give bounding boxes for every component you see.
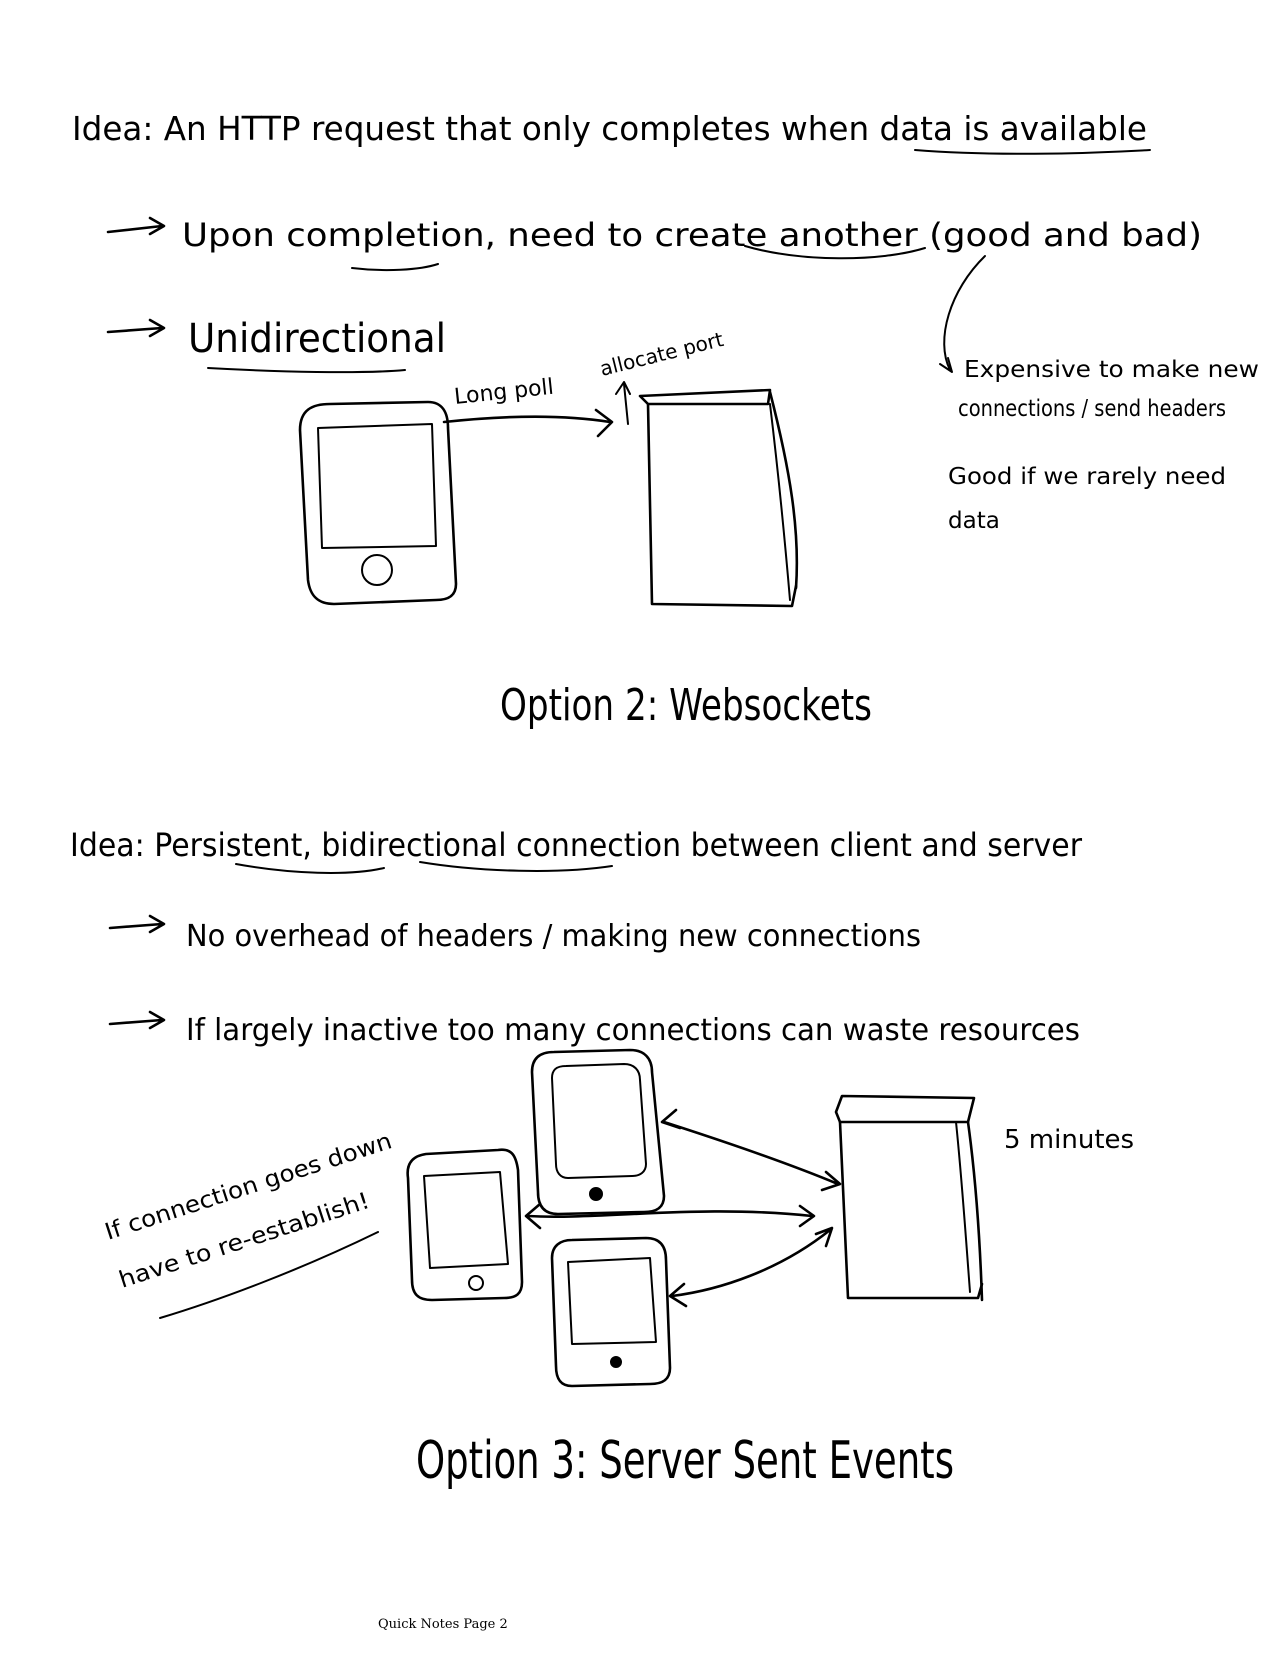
client-phone-bottom-icon: [550, 1236, 672, 1388]
client-phone-icon: [298, 400, 458, 606]
arrow-bullet-icon: [108, 1010, 166, 1030]
underline-unidirectional: [207, 367, 406, 374]
label-minutes: 5 minutes: [1004, 1125, 1134, 1155]
label-long-poll: Long poll: [453, 375, 555, 410]
allocate-port-arrow: [615, 381, 631, 425]
underline-completion: [351, 263, 439, 272]
server-box-2-icon: [834, 1094, 984, 1302]
bullet-no-overhead: No overhead of headers / making new conn…: [186, 919, 921, 954]
server-box-icon: [638, 388, 799, 608]
page-footer: Quick Notes Page 2: [378, 1617, 508, 1632]
idea-websockets: Idea: Persistent, bidirectional connecti…: [70, 826, 1083, 864]
idea-long-poll: Idea: An HTTP request that only complete…: [72, 109, 1147, 148]
note-expensive-line2: connections / send headers: [958, 396, 1226, 422]
bullet-inactive-waste: If largely inactive too many connections…: [186, 1013, 1080, 1048]
underline-persistent: [235, 863, 385, 874]
underline-re-establish: [159, 1231, 379, 1319]
connection-arrow-left: [524, 1202, 816, 1230]
connection-arrow-bottom: [668, 1226, 834, 1308]
note-good-line1: Good if we rarely need: [948, 464, 1226, 490]
connection-arrow-top: [660, 1108, 842, 1192]
option2-heading: Option 2: Websockets: [500, 680, 872, 731]
label-allocate-port: allocate port: [597, 327, 726, 381]
bullet-unidirectional: Unidirectional: [188, 316, 446, 362]
note-expensive-line1: Expensive to make new: [964, 357, 1259, 383]
arrow-bullet-icon: [106, 318, 166, 338]
option3-heading: Option 3: Server Sent Events: [416, 1431, 954, 1491]
arrow-bullet-icon: [108, 914, 166, 934]
underline-bidirectional: [419, 861, 613, 872]
long-poll-arrow: [442, 408, 614, 438]
curved-arrow-to-note: [939, 255, 986, 373]
arrow-bullet-icon: [106, 216, 166, 236]
note-good-line2: data: [948, 508, 1000, 534]
bullet-upon-completion: Upon completion, need to create another …: [182, 216, 1202, 254]
underline-data-is-available: [914, 149, 1151, 155]
underline-create-another: [744, 245, 926, 260]
client-phone-left-icon: [406, 1148, 524, 1302]
client-phone-top-icon: [530, 1048, 666, 1216]
